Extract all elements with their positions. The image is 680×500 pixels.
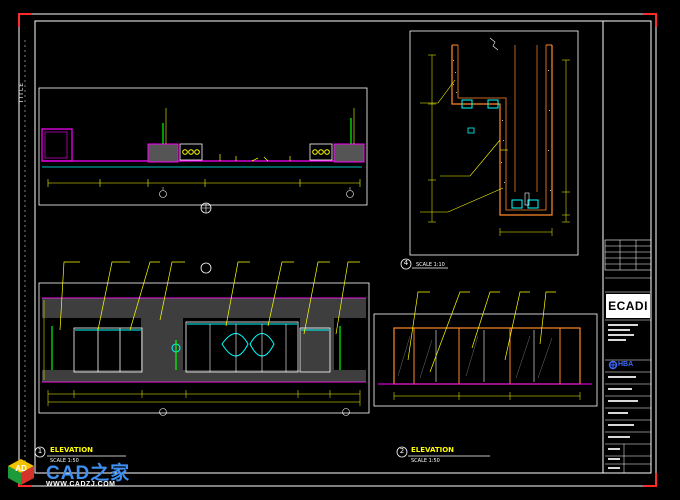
sheet-inner-border: [34, 20, 652, 474]
elevation-2-title: ELEVATION: [411, 446, 455, 454]
title-block: [602, 21, 652, 473]
cadzj-logo-icon: AD: [6, 457, 36, 487]
svg-text:AD: AD: [15, 464, 27, 473]
hba-logo-text: HBA: [618, 361, 634, 368]
sheet-outer-border: [18, 13, 657, 487]
view-number-2-circle: [396, 446, 408, 458]
elevation-2-view[interactable]: [373, 291, 598, 407]
sheet-vertical-mark: TITLE: [18, 82, 25, 104]
watermark-url: WWW.CADZJ.COM: [46, 481, 116, 488]
elevation-1-view[interactable]: [38, 261, 370, 416]
watermark-brand: CAD之家: [46, 463, 131, 484]
elevation-1-scale: SCALE 1:50: [50, 458, 79, 464]
elevation-1-title: ELEVATION: [50, 446, 94, 454]
section-4-scale: SCALE 1:10: [416, 262, 445, 268]
ecadi-logo: ECADI: [606, 294, 650, 318]
view-number-1: 1: [37, 447, 43, 455]
hba-logo-icon: [608, 360, 618, 370]
view-number-4: 4: [403, 259, 409, 267]
section-detail-view[interactable]: [409, 30, 579, 256]
view-number-1-circle: [34, 446, 46, 458]
view-number-4-circle: [400, 258, 412, 270]
plan-view-top-left[interactable]: [38, 87, 368, 214]
view-number-2: 2: [399, 447, 405, 455]
elevation-2-scale: SCALE 1:50: [411, 458, 440, 464]
